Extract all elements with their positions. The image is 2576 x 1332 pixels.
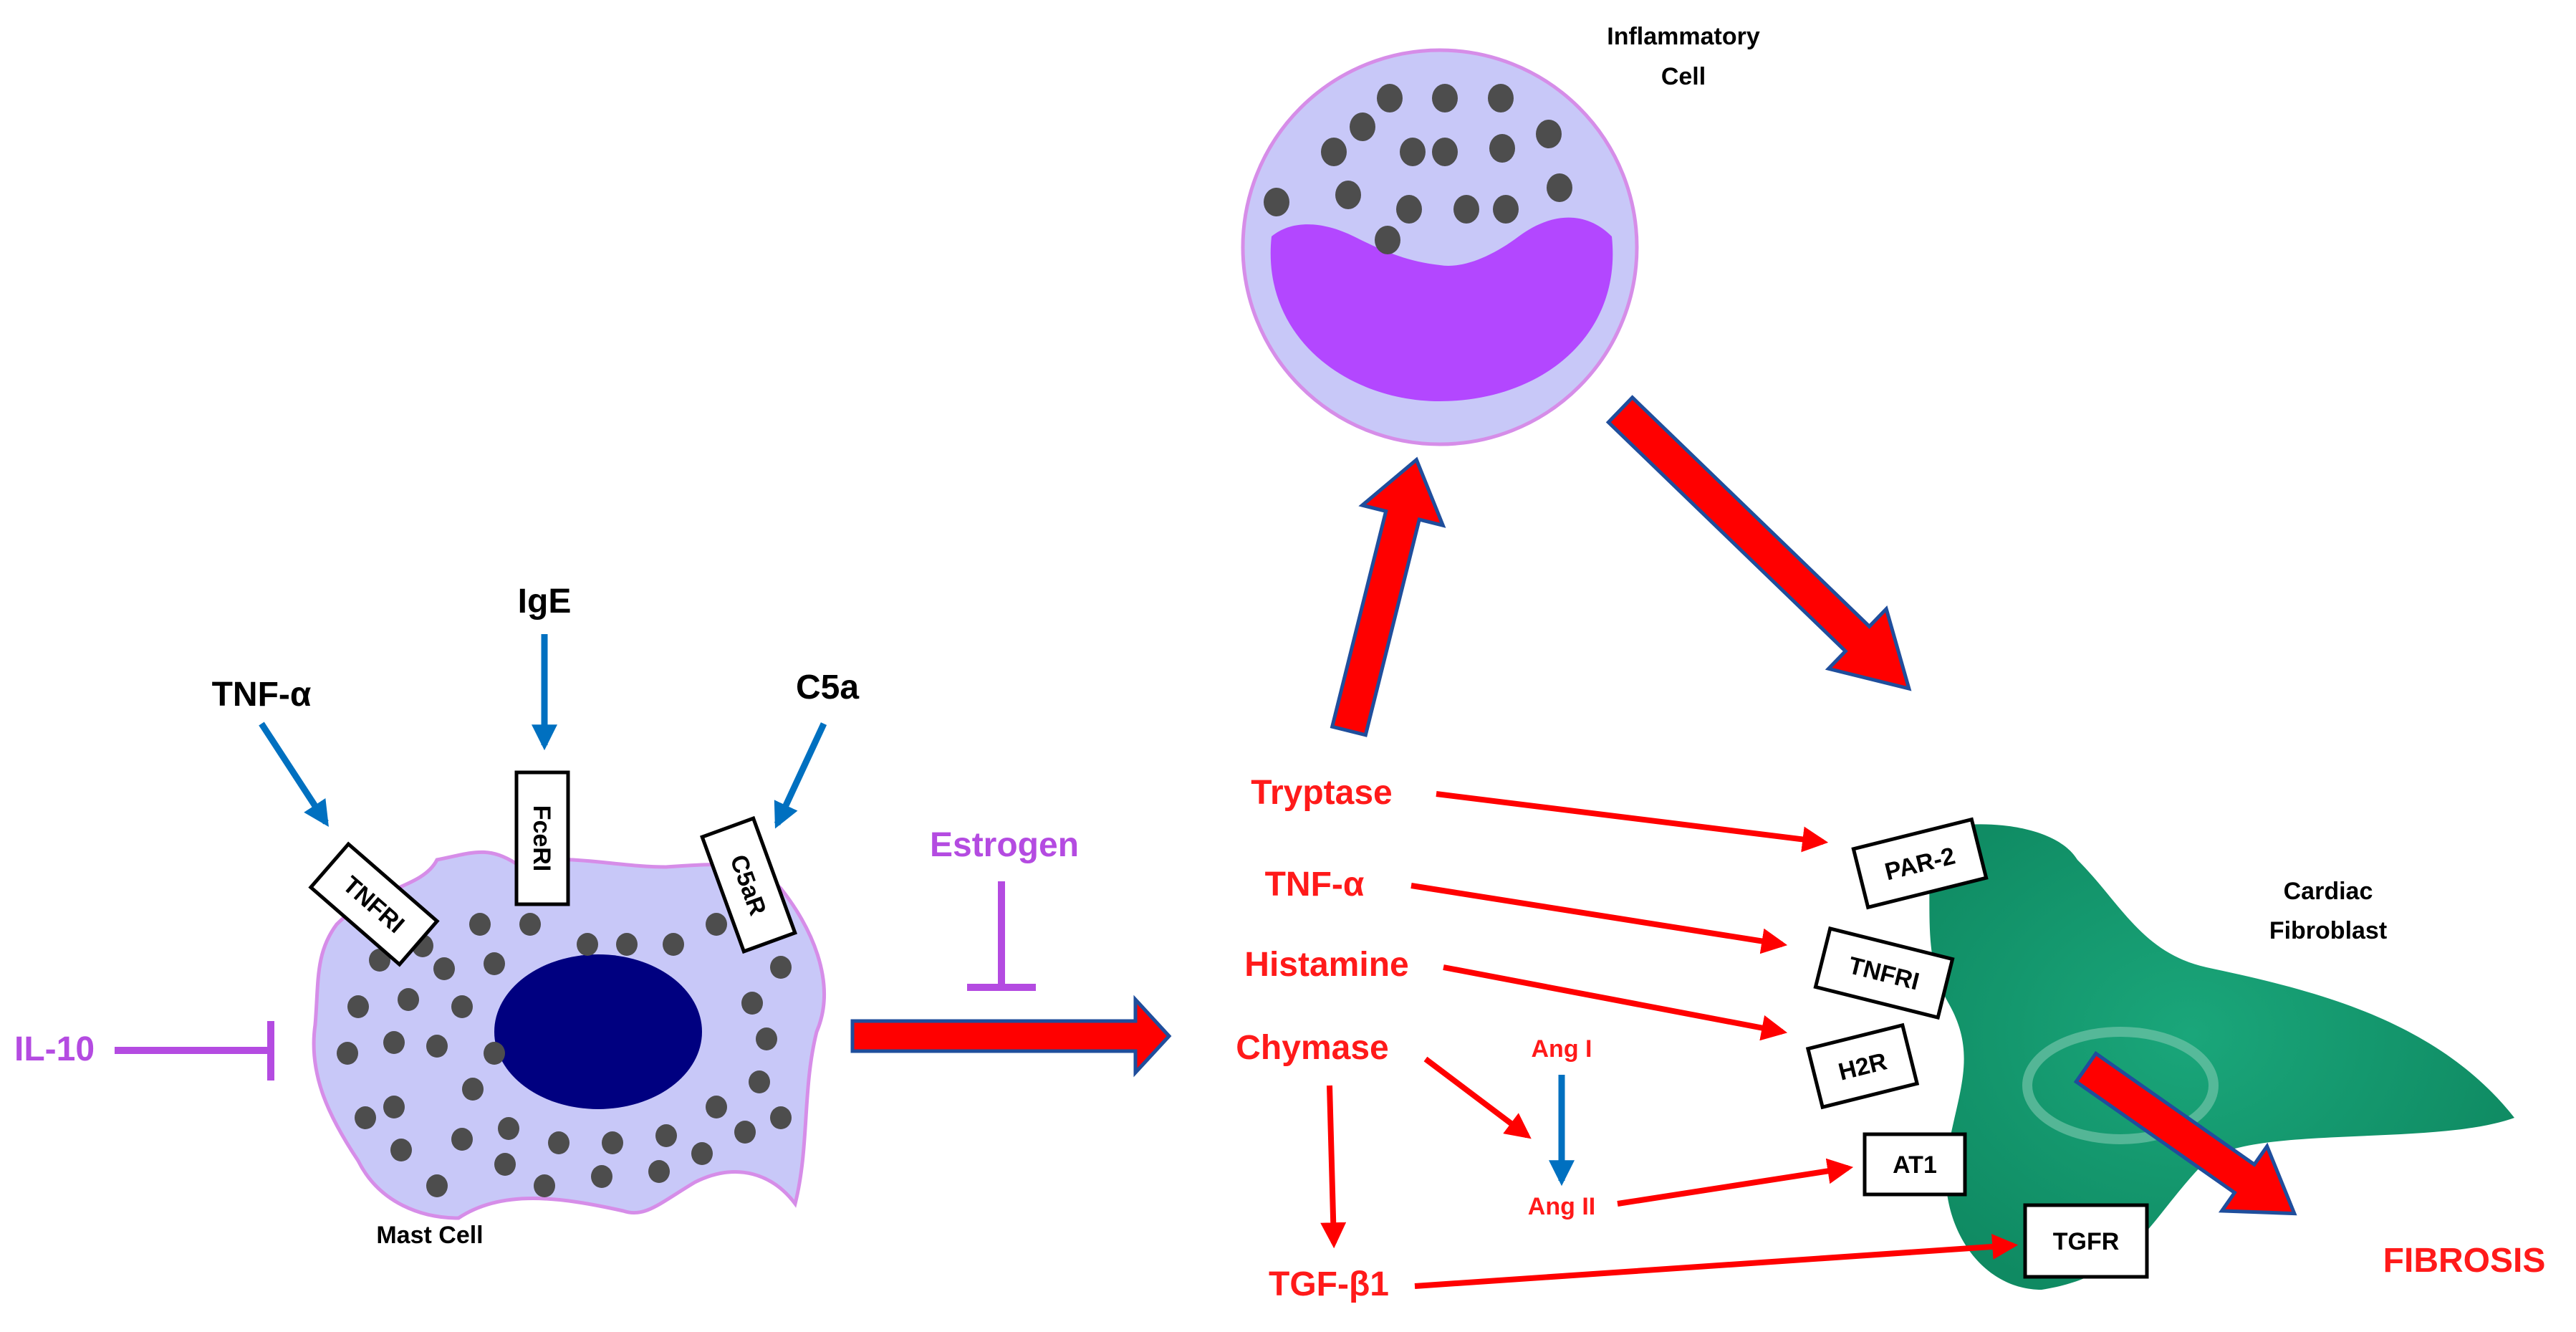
block-arrow-inflammatory-to-fibroblast xyxy=(1605,395,1912,691)
inflammatory-cell-label-line2: Cell xyxy=(1661,63,1706,90)
fibroblast-label-line2: Fibroblast xyxy=(2269,917,2387,944)
ang2-label: Ang II xyxy=(1528,1193,1595,1220)
receptor-tnfri-fib: TNFRI xyxy=(1813,926,1955,1020)
arrow-ang2-to-at1 xyxy=(1617,1158,1854,1207)
fibroblast-body xyxy=(1927,824,2514,1290)
receptor-fceri: FceRI xyxy=(514,770,570,906)
arrow-chymase-to-ang xyxy=(1423,1056,1532,1139)
inflammatory-cell-label-line1: Inflammatory xyxy=(1607,23,1760,50)
fibrosis-label: FIBROSIS xyxy=(2383,1242,2546,1280)
histamine-label: Histamine xyxy=(1244,946,1408,984)
fibroblast-label-line1: Cardiac xyxy=(2284,878,2373,905)
fibroblast-nucleus-ring xyxy=(2022,1027,2219,1144)
estrogen-inhibition-bar xyxy=(967,881,1036,991)
mast-cell: Mast Cell xyxy=(312,850,826,1249)
receptor-at1: AT1 xyxy=(1863,1132,1967,1197)
tnf-alpha-mediator-label: TNF-α xyxy=(1265,866,1365,904)
block-arrow-mast-to-mediators xyxy=(850,995,1172,1078)
mast-cell-granules xyxy=(337,913,792,1197)
arrow-tgfb1-to-tgfr xyxy=(1414,1234,2019,1289)
receptor-at1-label: AT1 xyxy=(1893,1151,1937,1179)
arrow-tnf-to-tnfri xyxy=(259,722,329,828)
inflammatory-cell-nucleus xyxy=(1270,217,1613,401)
arrow-histamine-to-h2r xyxy=(1443,964,1788,1041)
receptor-tnfri-mast: TNFRI xyxy=(308,841,440,967)
tgfb1-label: TGF-β1 xyxy=(1269,1265,1389,1303)
block-arrow-fibroblast-to-fibrosis xyxy=(2073,1050,2297,1216)
ang1-label: Ang I xyxy=(1532,1035,1592,1063)
tnf-alpha-stimulus-label: TNF-α xyxy=(212,676,312,714)
receptor-h2r: H2R xyxy=(1805,1022,1920,1110)
estrogen-label: Estrogen xyxy=(930,826,1079,864)
arrow-c5a-to-c5ar xyxy=(774,722,827,829)
c5a-label: C5a xyxy=(796,669,859,706)
receptor-c5ar: C5aR xyxy=(700,815,797,954)
inflammatory-cell: Inflammatory Cell xyxy=(1241,23,1760,446)
receptor-tgfr-label: TGFR xyxy=(2053,1228,2120,1255)
arrow-tnf-to-tnfri-fib xyxy=(1410,883,1788,954)
chymase-label: Chymase xyxy=(1236,1029,1388,1067)
mast-cell-nucleus xyxy=(494,954,702,1109)
receptor-par2: PAR-2 xyxy=(1851,817,1989,910)
ige-label: IgE xyxy=(518,583,572,621)
receptor-tgfr: TGFR xyxy=(2023,1203,2149,1279)
arrow-chymase-to-tgfb1 xyxy=(1320,1085,1347,1249)
arrow-tryptase-to-par2 xyxy=(1436,791,1829,853)
receptor-fceri-label: FceRI xyxy=(528,805,555,872)
inflammatory-granules xyxy=(1264,84,1572,254)
tryptase-label: Tryptase xyxy=(1251,774,1392,812)
block-arrow-tryptase-to-inflammatory xyxy=(1330,456,1446,737)
cardiac-fibroblast: Cardiac Fibroblast xyxy=(1927,824,2514,1290)
il10-inhibition-bar xyxy=(115,1021,274,1081)
il10-label: IL-10 xyxy=(14,1030,95,1068)
mast-cell-label: Mast Cell xyxy=(376,1222,483,1249)
